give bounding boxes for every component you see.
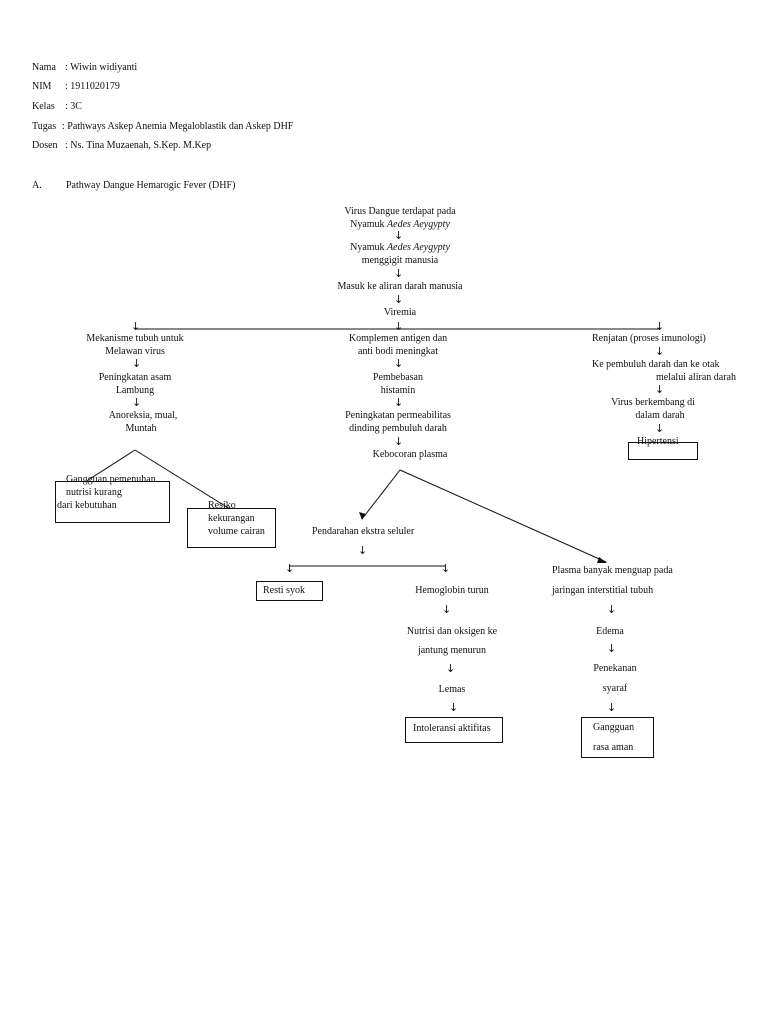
header-kelas-label: Kelas — [32, 101, 55, 112]
node-kebocoran-plasma: Kebocoran plasma — [372, 449, 448, 460]
arrow-down-icon: ↓ — [394, 357, 404, 370]
box-intoleransi — [405, 717, 503, 743]
section-letter: A. — [32, 180, 42, 191]
box-resiko-volume — [187, 508, 276, 548]
arrow-down-icon: ↓ — [358, 544, 368, 557]
node-virus-line2: Nyamuk Aedes Aeygypty — [350, 219, 450, 230]
arrow-down-icon: ↓ — [394, 229, 404, 242]
arrow-down-icon: ↓ — [655, 345, 665, 358]
arrow-down-icon: ↓ — [442, 603, 452, 616]
connector-kebocoran-to-pendarahan — [361, 469, 401, 520]
node-mekanisme-line1: Mekanisme tubuh untuk — [86, 333, 184, 344]
node-pembebasan-line2: histamin — [380, 385, 416, 396]
node-anoreksia-line2: Muntah — [125, 423, 157, 434]
arrow-down-icon: ↓ — [394, 293, 404, 306]
box-resti-syok-label: Resti syok — [263, 585, 305, 596]
node-renjatan: Renjatan (proses imunologi) — [592, 333, 706, 344]
arrow-down-icon: ↓ — [394, 435, 404, 448]
box-gangguan-line1: Gangguan pemenuhan — [66, 474, 156, 485]
arrow-down-icon: ↓ — [441, 562, 451, 575]
box-hipertensi-label: Hipertensi — [637, 436, 679, 447]
arrowhead-plasma — [597, 557, 607, 563]
node-permeabilitas-line2: dinding pembuluh darah — [349, 423, 447, 434]
node-virus-line1: Virus Dangue terdapat pada — [344, 206, 456, 217]
node-penekanan-line1: Penekanan — [593, 663, 637, 674]
header-nama-value: : Wiwin widiyanti — [65, 62, 138, 73]
arrow-down-icon: ↓ — [131, 320, 141, 333]
arrow-down-icon: ↓ — [132, 396, 142, 409]
connector-left-to-resiko — [134, 449, 231, 510]
header-nim-value: : 1911020179 — [65, 81, 120, 92]
arrow-down-icon: ↓ — [394, 396, 404, 409]
node-mekanisme-line2: Melawan virus — [105, 346, 165, 357]
node-pendarahan: Pendarahan ekstra seluler — [312, 526, 415, 537]
node-nutrisi-line2: jantung menurun — [417, 645, 487, 656]
arrow-down-icon: ↓ — [607, 603, 617, 616]
node-penekanan-line2: syaraf — [602, 683, 628, 694]
node-edema: Edema — [596, 626, 624, 637]
header-tugas-label: Tugas — [32, 121, 57, 132]
box-gangguan-line2: nutrisi kurang — [66, 487, 122, 498]
node-ke-pembuluh-line1: Ke pembuluh darah dan ke otak — [592, 359, 720, 370]
arrow-down-icon: ↓ — [446, 662, 456, 675]
header-nim-label: NIM — [32, 81, 52, 92]
box-gangguan-rasa-line1: Gangguan — [593, 722, 635, 733]
arrow-down-icon: ↓ — [132, 357, 142, 370]
node-lemas: Lemas — [438, 684, 466, 695]
node-enter-blood: Masuk ke aliran darah manusia — [337, 281, 463, 292]
header-nama-label: Nama — [32, 62, 56, 73]
arrowhead-pendarahan — [359, 512, 366, 520]
node-komplemen-line1: Komplemen antigen dan — [348, 333, 448, 344]
arrow-down-icon: ↓ — [655, 422, 665, 435]
header-kelas-value: : 3C — [65, 101, 82, 112]
connector-left-to-boxes — [84, 449, 136, 483]
node-viremia: Viremia — [383, 307, 417, 318]
box-gangguan-line3: dari kebutuhan — [57, 500, 117, 511]
box-resiko-line1: Resiko — [208, 500, 236, 511]
node-komplemen-line2: anti bodi meningkat — [358, 346, 438, 357]
node-bite-line1: Nyamuk Aedes Aeygypty — [350, 242, 450, 253]
arrow-down-icon: ↓ — [607, 701, 617, 714]
connector-kebocoran-to-plasma — [399, 469, 607, 563]
box-gangguan-rasa-aman — [581, 717, 654, 758]
node-plasma-line2: jaringan interstitial tubuh — [552, 585, 654, 596]
arrow-down-icon: ↓ — [607, 642, 617, 655]
node-nutrisi-line1: Nutrisi dan oksigen ke — [406, 626, 498, 637]
arrow-down-icon: ↓ — [655, 320, 665, 333]
node-peningkatan-asam-line1: Peningkatan asam — [98, 372, 172, 383]
box-resiko-line3: volume cairan — [208, 526, 265, 537]
arrow-down-icon: ↓ — [394, 267, 404, 280]
section-title: Pathway Dangue Hemarogic Fever (DHF) — [66, 180, 236, 191]
node-peningkatan-asam-line2: Lambung — [115, 385, 155, 396]
node-permeabilitas-line1: Peningkatan permeabilitas — [345, 410, 451, 421]
node-ke-pembuluh-line2: melalui aliran darah — [656, 372, 736, 383]
node-hemoglobin: Hemoglobin turun — [415, 585, 489, 596]
box-intoleransi-label: Intoleransi aktifitas — [413, 723, 491, 734]
node-pembebasan-line1: Pembebasan — [373, 372, 423, 383]
box-resiko-line2: kekurangan — [208, 513, 255, 524]
box-gangguan-rasa-line2: rasa aman — [593, 742, 634, 753]
node-plasma-line1: Plasma banyak menguap pada — [552, 565, 673, 576]
node-virus-berkembang-line1: Virus berkembang di — [611, 397, 695, 408]
box-hipertensi — [628, 442, 698, 460]
arrow-down-icon: ↓ — [285, 562, 295, 575]
header-dosen-label: Dosen — [32, 140, 58, 151]
box-gangguan-nutrisi — [55, 481, 170, 523]
node-bite-line2: menggigit manusia — [361, 255, 439, 266]
arrow-down-icon: ↓ — [449, 701, 459, 714]
arrow-down-icon: ↓ — [394, 320, 404, 333]
arrow-down-icon: ↓ — [655, 383, 665, 396]
header-tugas-value: : Pathways Askep Anemia Megaloblastik da… — [62, 121, 294, 132]
node-anoreksia-line1: Anoreksia, mual, — [108, 410, 178, 421]
header-dosen-value: : Ns. Tina Muzaenah, S.Kep. M.Kep — [65, 140, 212, 151]
node-virus-berkembang-line2: dalam darah — [635, 410, 685, 421]
box-resti-syok — [256, 581, 323, 601]
